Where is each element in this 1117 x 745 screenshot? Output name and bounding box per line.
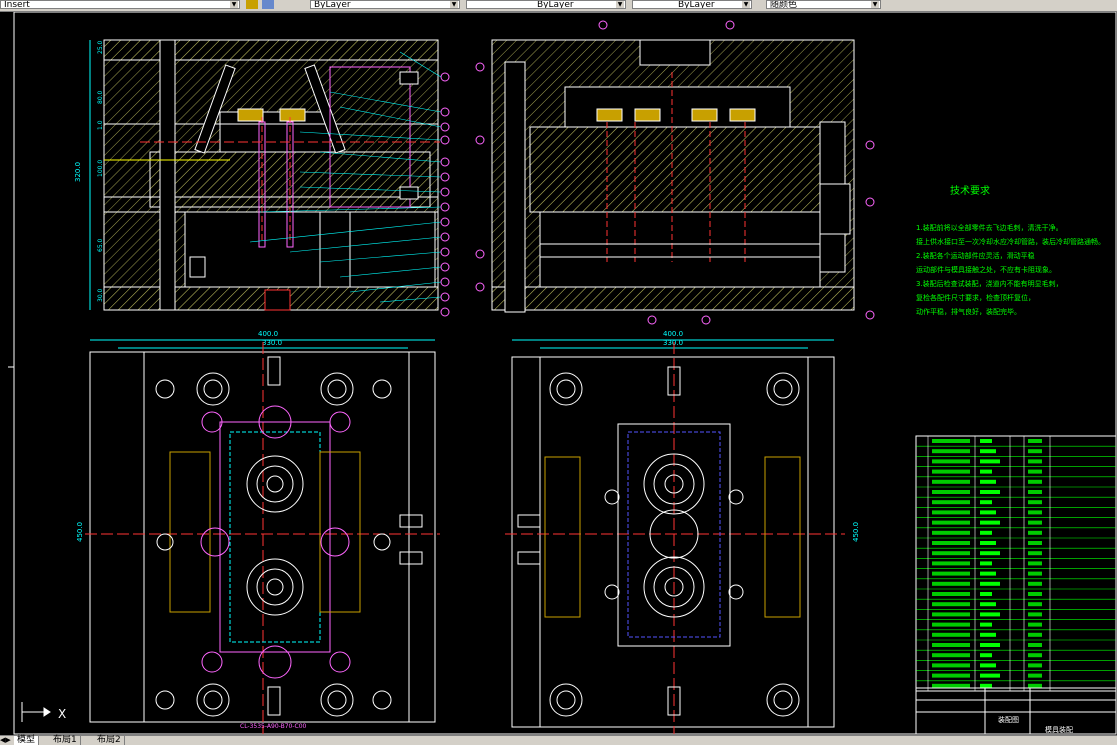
dim-v4: 100.0: [97, 160, 104, 177]
left-plan-view: 400.0 330.0 450.0 CL-3535-A90: [76, 330, 440, 734]
tech-line-4: 运动部件与模具接触之处，不应有卡阻现象。: [916, 265, 1056, 274]
right-section-view: [475, 20, 875, 325]
dim-v6: 30.0: [97, 288, 104, 302]
tech-line-7: 动作平稳，排气良好，装配完毕。: [916, 307, 1021, 316]
dim-450-right: 450.0: [852, 522, 860, 542]
dim-v3: 1.0: [97, 120, 104, 130]
parts-list: [915, 435, 1117, 692]
tech-line-2: 接上供水接口至一次冷却水应冷却管路，装后冷却管路通畅。: [916, 237, 1105, 246]
dim-v5: 65.0: [97, 238, 104, 252]
title-block-name2: 模具装配: [1045, 725, 1073, 734]
tech-title: 技术要求: [950, 184, 990, 197]
right-plan-view: 400.0 330.0 450.0: [505, 330, 860, 734]
chevron-down-icon[interactable]: ▼: [230, 1, 238, 8]
bottom-label: CL-3535-A90-B70-C00: [240, 723, 307, 730]
svg-text:X: X: [58, 707, 66, 721]
tab-model[interactable]: 模型: [14, 736, 40, 745]
tab-layout1[interactable]: 布局1: [50, 736, 81, 745]
layer-previous-icon[interactable]: [262, 0, 274, 9]
cad-drawing[interactable]: 320.0 25.0 80.0 1.0 100.0 65.0 30.0: [0, 12, 1117, 735]
left-section-view: 320.0 25.0 80.0 1.0 100.0 65.0 30.0: [74, 39, 450, 317]
drawing-frame: [13, 12, 1117, 735]
drawing-canvas[interactable]: 320.0 25.0 80.0 1.0 100.0 65.0 30.0: [0, 12, 1117, 735]
chevron-down-icon[interactable]: ▼: [742, 1, 750, 8]
dim-450-left: 450.0: [76, 522, 84, 542]
tab-layout2[interactable]: 布局2: [94, 736, 125, 745]
dim-v2: 80.0: [97, 90, 104, 104]
layer-combo[interactable]: Insert ▼: [0, 0, 240, 9]
tech-line-1: 1.装配前将以全部零件去飞边毛刺，清洗干净。: [916, 223, 1063, 232]
linetype-combo-value: ByLayer: [314, 0, 351, 9]
color-combo-value: 随颜色: [770, 0, 798, 9]
color-combo[interactable]: 随颜色 ▼: [766, 0, 881, 9]
layout-tabs: ◀▶ 模型 布局1 布局2: [0, 735, 1117, 745]
dim-total-height: 320.0: [74, 162, 82, 182]
dim-400-left: 400.0: [258, 330, 278, 338]
dim-330-right: 330.0: [663, 339, 683, 347]
technical-requirements: 技术要求 1.装配前将以全部零件去飞边毛刺，清洗干净。 接上供水接口至一次冷却水…: [916, 184, 1105, 316]
plotstyle-combo[interactable]: ByLayer ▼: [632, 0, 752, 9]
properties-toolbar: Insert ▼ ByLayer ▼ ByLayer ▼ ByLayer ▼ 随…: [0, 0, 1117, 12]
chevron-down-icon[interactable]: ▼: [450, 1, 458, 8]
layer-manager-icon[interactable]: [246, 0, 258, 9]
tech-line-6: 复检各配件尺寸要求，检查顶杆复位，: [916, 293, 1035, 302]
title-block: 装配图 模具装配: [915, 687, 1117, 735]
chevron-down-icon[interactable]: ▼: [616, 1, 624, 8]
tab-nav-arrows-icon[interactable]: ◀▶: [0, 736, 11, 744]
tech-line-3: 2.装配各个运动部件应灵活，滑动平稳: [916, 251, 1035, 260]
dim-330-left: 330.0: [262, 339, 282, 347]
lineweight-combo[interactable]: ByLayer ▼: [466, 0, 626, 9]
ucs-icon: X: [21, 702, 66, 722]
dim-400-right: 400.0: [663, 330, 683, 338]
tech-line-5: 3.装配后检查试装配，浇道内不能有明显毛刺，: [916, 279, 1063, 288]
title-block-name: 装配图: [998, 715, 1019, 724]
lineweight-combo-value: ByLayer: [537, 0, 574, 9]
linetype-combo[interactable]: ByLayer ▼: [310, 0, 460, 9]
dim-v1: 25.0: [97, 40, 104, 54]
plotstyle-combo-value: ByLayer: [678, 0, 715, 9]
chevron-down-icon[interactable]: ▼: [871, 1, 879, 8]
layer-combo-value: Insert: [4, 0, 30, 9]
